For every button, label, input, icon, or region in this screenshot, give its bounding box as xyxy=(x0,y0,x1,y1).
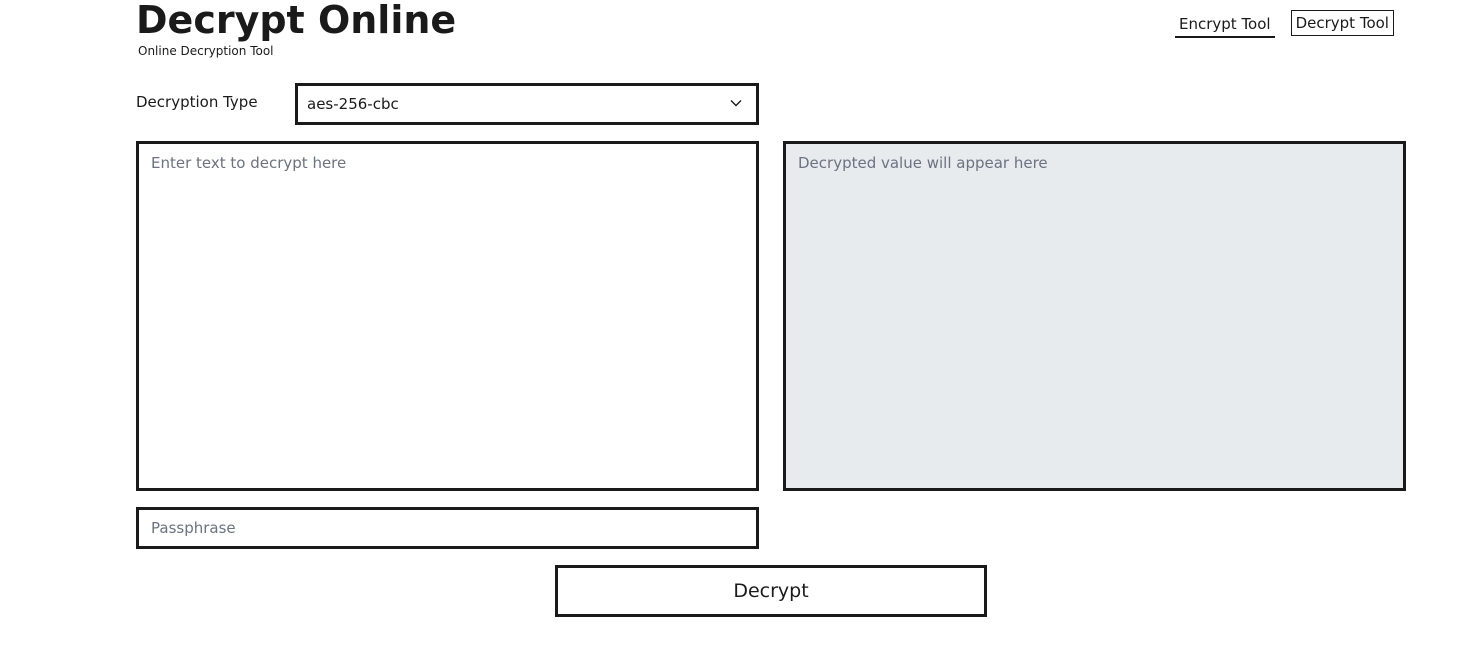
decrypted-output[interactable] xyxy=(783,141,1406,491)
nav-link-decrypt-tool[interactable]: Decrypt Tool xyxy=(1290,10,1394,36)
decryption-type-selected-value: aes-256-cbc xyxy=(307,95,399,113)
nav-link-encrypt-tool[interactable]: Encrypt Tool xyxy=(1175,10,1275,38)
site-subtitle: Online Decryption Tool xyxy=(138,44,274,58)
chevron-down-icon xyxy=(730,100,742,107)
passphrase-input[interactable] xyxy=(136,507,759,549)
decryption-type-label: Decryption Type xyxy=(136,93,258,111)
decryption-type-select[interactable]: aes-256-cbc xyxy=(295,83,759,125)
encrypted-text-input[interactable] xyxy=(136,141,759,491)
decrypt-button[interactable]: Decrypt xyxy=(555,565,987,617)
site-title: Decrypt Online xyxy=(136,0,457,42)
top-nav: Encrypt Tool Decrypt Tool xyxy=(1175,10,1394,38)
